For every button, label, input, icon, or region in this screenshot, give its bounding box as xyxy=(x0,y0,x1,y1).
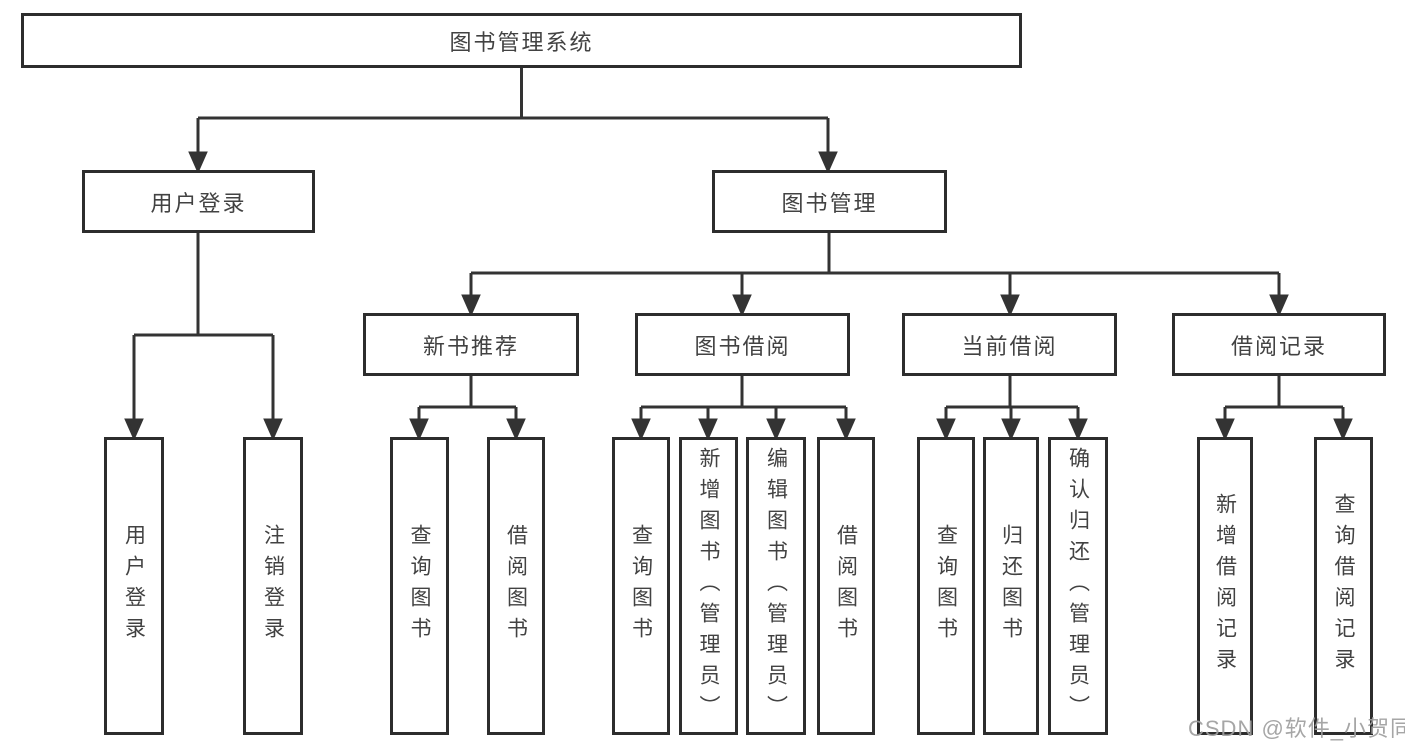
node-borrow-record: 借阅记录 xyxy=(1172,313,1386,376)
node-book-borrow-label: 图书借阅 xyxy=(694,333,791,359)
arrowhead xyxy=(1215,418,1235,441)
leaf-query-borrow-record: 查询借阅记录 xyxy=(1314,437,1373,735)
arrowhead xyxy=(836,418,856,441)
arrowhead xyxy=(732,294,752,317)
arrowhead xyxy=(936,418,956,441)
connector-current-borrow xyxy=(936,376,1088,441)
arrowhead xyxy=(766,418,786,441)
leaf-add-book-admin: 新增图书（管理员） xyxy=(679,437,738,735)
leaf-borrow-book-label: 借阅图书 xyxy=(834,524,858,648)
leaf-query-borrow-record-label: 查询借阅记录 xyxy=(1332,493,1355,679)
arrowhead xyxy=(1000,294,1020,317)
arrowhead xyxy=(1333,418,1353,441)
leaf-recommend-query-book: 查询图书 xyxy=(390,437,449,735)
leaf-return-book-label: 归还图书 xyxy=(999,524,1023,648)
connector-borrow-record xyxy=(1215,376,1353,441)
leaf-recommend-borrow-book: 借阅图书 xyxy=(487,437,545,735)
connector-book-management xyxy=(461,233,1289,317)
node-current-borrow-label: 当前借阅 xyxy=(961,333,1058,359)
leaf-borrow-query-book-label: 查询图书 xyxy=(629,524,653,648)
arrowhead xyxy=(263,418,283,441)
node-new-book-recommend: 新书推荐 xyxy=(363,313,579,376)
node-new-book-recommend-label: 新书推荐 xyxy=(422,333,519,359)
node-user-login: 用户登录 xyxy=(82,170,315,233)
arrowhead xyxy=(188,151,208,174)
leaf-current-query-book-label: 查询图书 xyxy=(934,524,958,648)
arrowhead xyxy=(1001,418,1021,441)
leaf-logout: 注销登录 xyxy=(243,437,303,735)
leaf-add-book-admin-label: 新增图书（管理员） xyxy=(697,446,720,726)
arrowhead xyxy=(698,418,718,441)
node-borrow-record-label: 借阅记录 xyxy=(1230,333,1327,359)
leaf-confirm-return-admin-label: 确认归还（管理员） xyxy=(1066,446,1090,726)
arrowhead xyxy=(124,418,144,441)
leaf-user-login-label: 用户登录 xyxy=(122,524,146,648)
connector-book-borrow xyxy=(631,376,856,441)
node-book-management-label: 图书管理 xyxy=(781,190,878,216)
node-user-login-label: 用户登录 xyxy=(150,190,247,216)
leaf-return-book: 归还图书 xyxy=(983,437,1039,735)
leaf-user-login: 用户登录 xyxy=(104,437,164,735)
leaf-add-borrow-record: 新增借阅记录 xyxy=(1197,437,1253,735)
arrowhead xyxy=(461,294,481,317)
leaf-add-borrow-record-label: 新增借阅记录 xyxy=(1213,493,1237,679)
leaf-edit-book-admin: 编辑图书（管理员） xyxy=(746,437,806,735)
node-book-management: 图书管理 xyxy=(712,170,947,233)
arrowhead xyxy=(818,151,838,174)
node-book-borrow: 图书借阅 xyxy=(635,313,850,376)
csdn-watermark: CSDN @软件_小贺同学 xyxy=(1188,716,1405,741)
connector-new-book xyxy=(409,376,526,441)
leaf-borrow-query-book: 查询图书 xyxy=(612,437,670,735)
leaf-current-query-book: 查询图书 xyxy=(917,437,975,735)
arrowhead xyxy=(631,418,651,441)
node-root-label: 图书管理系统 xyxy=(449,29,594,55)
leaf-edit-book-admin-label: 编辑图书（管理员） xyxy=(764,446,788,726)
leaf-recommend-query-book-label: 查询图书 xyxy=(408,524,431,648)
connector-root xyxy=(188,68,838,174)
leaf-recommend-borrow-book-label: 借阅图书 xyxy=(504,524,528,648)
arrowhead xyxy=(1269,294,1289,317)
connector-user-login xyxy=(124,233,283,441)
leaf-confirm-return-admin: 确认归还（管理员） xyxy=(1048,437,1108,735)
node-root: 图书管理系统 xyxy=(21,13,1022,68)
leaf-logout-label: 注销登录 xyxy=(261,524,285,648)
arrowhead xyxy=(409,418,429,441)
arrowhead xyxy=(1068,418,1088,441)
node-current-borrow: 当前借阅 xyxy=(902,313,1117,376)
leaf-borrow-book: 借阅图书 xyxy=(817,437,875,735)
arrowhead xyxy=(506,418,526,441)
